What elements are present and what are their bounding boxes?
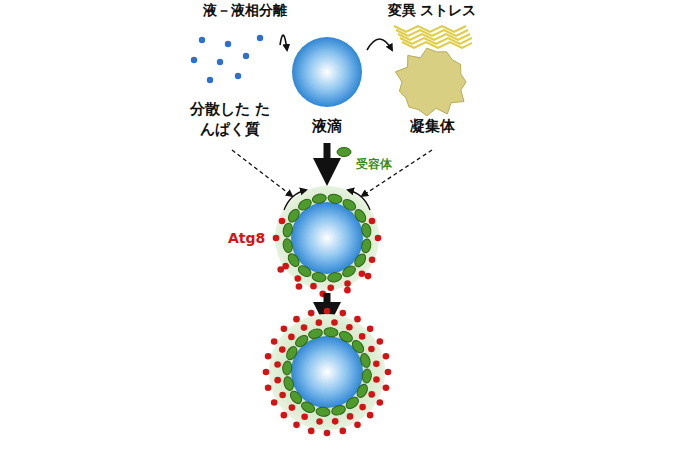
- node-label: 液滴: [287, 117, 367, 137]
- edge-label: 変異 ストレス: [386, 2, 479, 20]
- edge-label: 液－液相分離: [201, 2, 289, 20]
- receptor-droplet: [273, 186, 382, 297]
- main-arrow: [324, 293, 331, 316]
- dashed-arrow: [232, 150, 292, 196]
- autophagosome-droplet: [263, 308, 392, 437]
- dashed-arrow: [362, 150, 432, 196]
- curved-arrow: [348, 190, 370, 210]
- protein-cluster: 分散した たんぱく質: [180, 30, 280, 143]
- receptor-label: 受容体: [356, 156, 392, 173]
- curved-connector: [367, 39, 392, 50]
- droplet: 液滴: [287, 35, 367, 141]
- receptor-icon: [337, 148, 351, 157]
- node-shape: [287, 35, 367, 111]
- node-shape: [180, 30, 280, 94]
- curved-connector: [280, 35, 287, 50]
- main-arrow: [324, 143, 331, 172]
- aggregate: 凝集体: [392, 22, 472, 141]
- curved-arrow: [284, 190, 306, 210]
- node-shape: [392, 22, 472, 116]
- node-label: 凝集体: [392, 117, 472, 137]
- node-label: 分散した たんぱく質: [188, 100, 272, 139]
- atg8-label: Atg8: [228, 230, 265, 246]
